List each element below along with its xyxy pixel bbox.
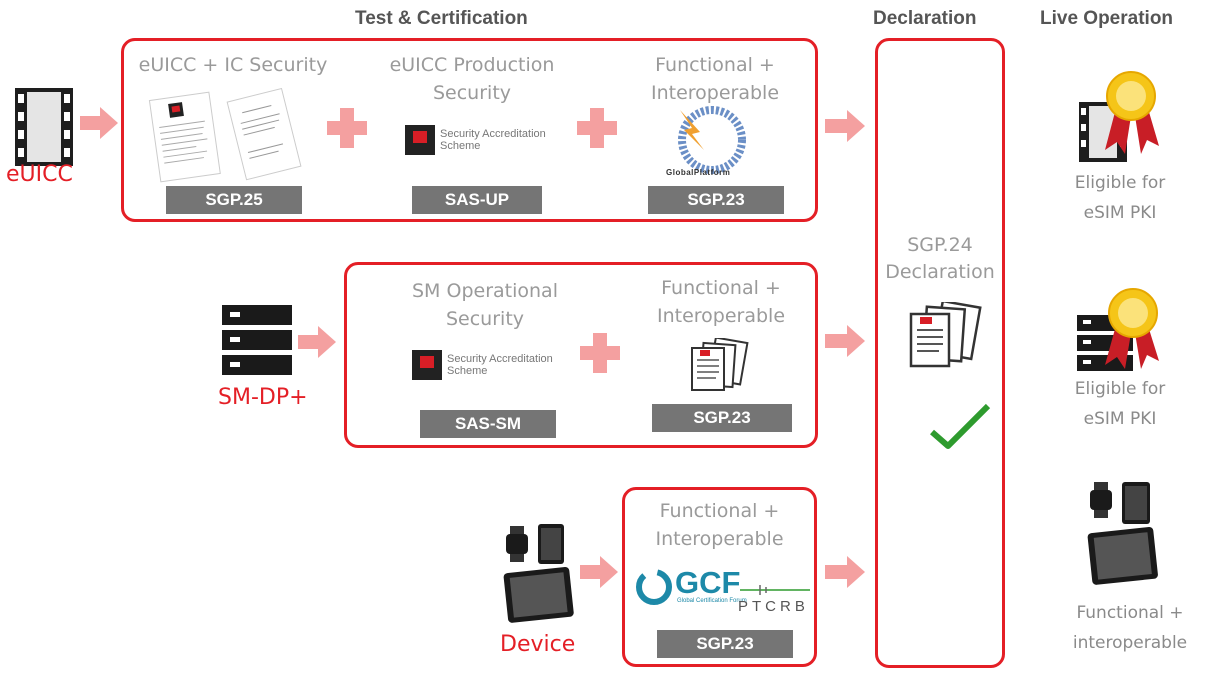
gsma-logo-icon — [405, 125, 435, 155]
euicc-col2-title-1: eUICC Production — [389, 54, 555, 76]
plus-icon — [327, 108, 367, 148]
euicc-test-box — [121, 38, 818, 222]
arrow-right-icon — [825, 325, 865, 357]
document-stack-icon — [688, 336, 752, 401]
device-title-2: Interoperable — [655, 528, 784, 550]
sas-logo-line2: Scheme — [440, 140, 481, 152]
euicc-col1-title: eUICC + IC Security — [138, 54, 328, 76]
smdp-col1-title-2: Security — [445, 308, 525, 330]
plus-icon — [580, 333, 620, 373]
header-declaration: Declaration — [873, 8, 977, 29]
ptcrb-logo-icon — [740, 582, 810, 600]
plus-icon — [577, 108, 617, 148]
entity-euicc-label: eUICC — [6, 162, 73, 187]
spec-sgp25: SGP.25 — [166, 186, 302, 214]
sas-logo-line1: Security Accreditation — [447, 353, 553, 365]
arrow-right-icon — [580, 556, 618, 588]
declaration-line2: Declaration — [885, 261, 995, 283]
live-euicc-line2: eSIM PKI — [1083, 203, 1157, 223]
live-smdp-line2: eSIM PKI — [1083, 409, 1157, 429]
header-live-operation: Live Operation — [1040, 8, 1174, 29]
smdp-col2-title-1: Functional + — [661, 277, 781, 299]
entity-smdp-label: SM-DP+ — [218, 385, 308, 410]
device-title-1: Functional + — [659, 500, 780, 522]
award-ribbon-icon — [1075, 68, 1175, 169]
smdp-col2-title-2: Interoperable — [656, 305, 786, 327]
euicc-col3-title-2: Interoperable — [650, 82, 780, 104]
smdp-col1-title-1: SM Operational — [412, 280, 558, 302]
devices-icon — [500, 520, 578, 631]
spec-sgp23-euicc: SGP.23 — [648, 186, 784, 214]
sas-logo-line1: Security Accreditation — [440, 128, 546, 140]
arrow-right-icon — [80, 107, 118, 139]
award-ribbon-icon — [1073, 285, 1173, 380]
spec-sas-up: SAS-UP — [412, 186, 542, 214]
spec-sas-sm: SAS-SM — [420, 410, 556, 438]
gcf-logo-text: GCF — [675, 565, 741, 600]
document-stack-icon — [906, 299, 986, 379]
euicc-col2-title-2: Security — [432, 82, 512, 104]
checkmark-icon — [928, 402, 992, 457]
sas-logo-line2: Scheme — [447, 365, 488, 377]
live-smdp-line1: Eligible for — [1074, 379, 1166, 399]
arrow-right-icon — [825, 110, 865, 142]
devices-icon — [1082, 478, 1162, 593]
sim-chip-icon — [15, 88, 73, 171]
arrow-right-icon — [825, 556, 865, 588]
globalplatform-logo-icon — [670, 106, 750, 189]
gcf-logo-icon — [634, 567, 674, 612]
globalplatform-logo-text: GlobalPlatform — [666, 168, 731, 177]
declaration-box — [875, 38, 1005, 668]
gsma-logo-icon — [412, 350, 442, 380]
gcf-logo-subtext: Global Certification Forum — [677, 598, 747, 604]
sgp25-document-icon — [145, 87, 305, 191]
euicc-col3-title-1: Functional + — [655, 54, 775, 76]
spec-sgp23-smdp: SGP.23 — [652, 404, 792, 432]
live-device-line1: Functional + — [1076, 603, 1184, 623]
smdp-test-box — [344, 262, 818, 448]
ptcrb-logo-text: PTCRB — [738, 598, 809, 615]
server-icon — [222, 305, 292, 382]
declaration-line1: SGP.24 — [907, 234, 973, 256]
device-test-box — [622, 487, 817, 667]
header-test-certification: Test & Certification — [355, 8, 528, 29]
live-euicc-line1: Eligible for — [1074, 173, 1166, 193]
entity-device-label: Device — [500, 632, 576, 657]
live-device-line2: interoperable — [1072, 633, 1188, 653]
spec-sgp23-device: SGP.23 — [657, 630, 793, 658]
arrow-right-icon — [298, 326, 336, 358]
